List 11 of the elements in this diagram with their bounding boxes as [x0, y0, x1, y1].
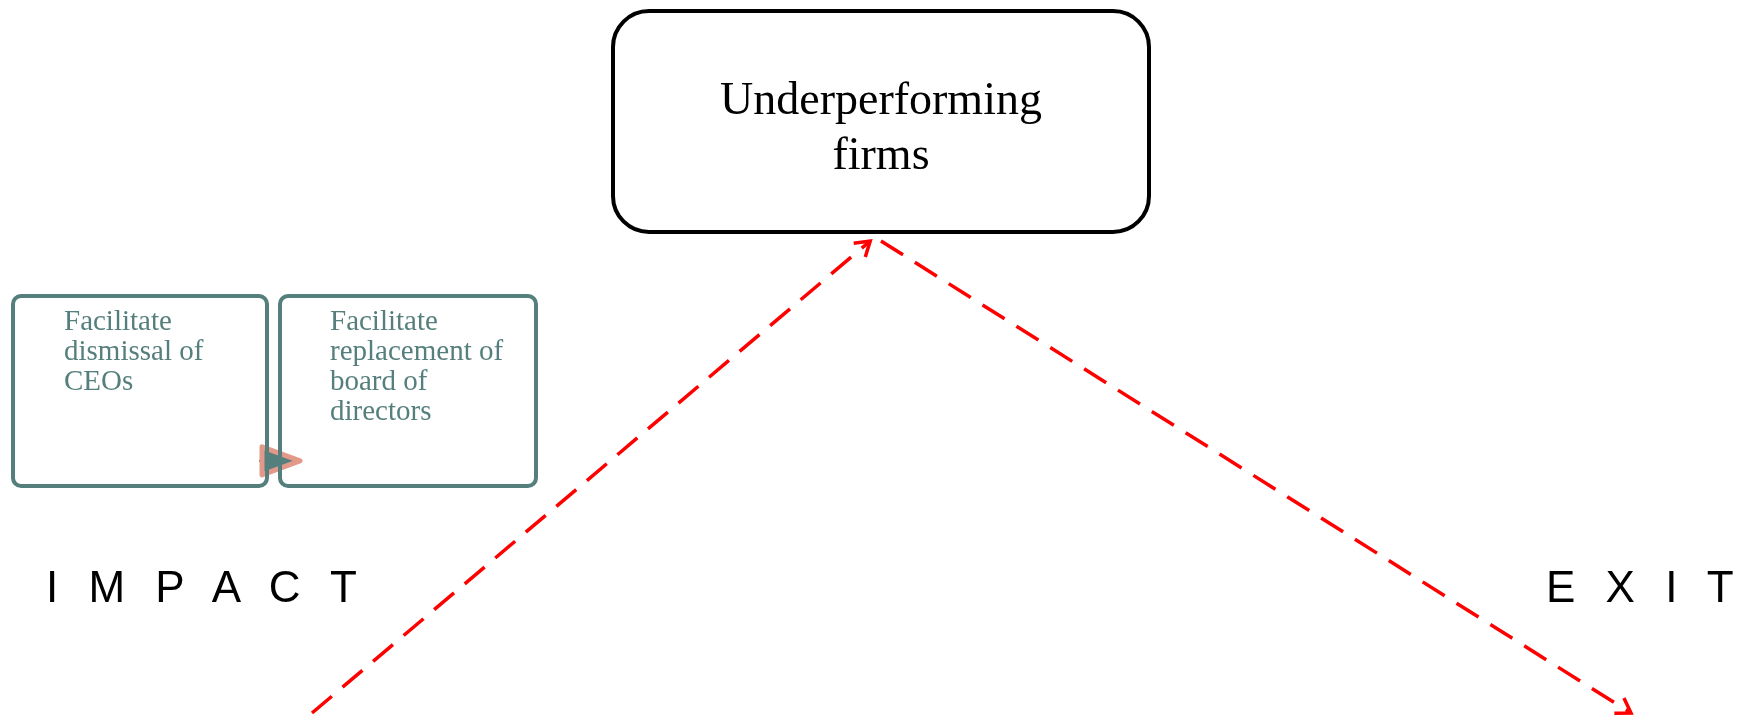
side-label: E X I T	[1546, 562, 1743, 612]
arrow	[880, 239, 1633, 715]
arrow	[310, 239, 872, 715]
arrow	[258, 444, 303, 478]
box-text: Underperforming firms	[719, 72, 1043, 182]
box-text: Facilitate dismissal of CEOs	[64, 306, 205, 396]
rounded-box	[278, 294, 538, 488]
rounded-box	[611, 9, 1151, 234]
rounded-box	[11, 294, 269, 488]
box-text: Facilitate replacement of board of directors	[330, 306, 505, 426]
side-label: I M P A C T	[46, 562, 366, 612]
